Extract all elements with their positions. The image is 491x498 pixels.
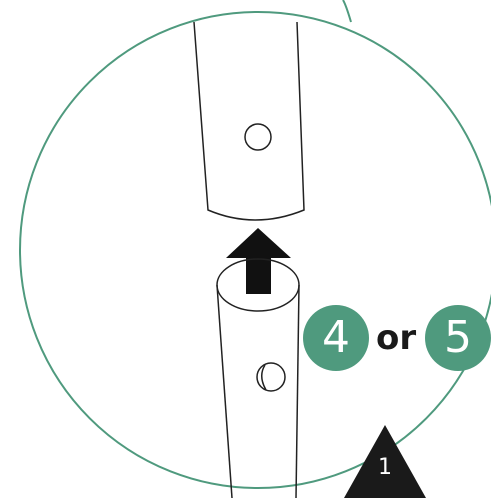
upper-tube-hole	[244, 123, 272, 151]
marker-label: 1	[378, 455, 392, 480]
detail-circle	[19, 11, 491, 489]
leader-line	[342, 0, 352, 23]
lower-tube-button	[256, 362, 286, 392]
step-badge-4: 4	[303, 305, 369, 371]
step-badge-5: 5	[425, 305, 491, 371]
up-arrow-icon	[226, 228, 291, 294]
lower-tube	[216, 258, 300, 498]
or-label: or	[376, 318, 417, 358]
warning-triangle-icon	[344, 425, 426, 498]
upper-tube	[193, 21, 305, 221]
